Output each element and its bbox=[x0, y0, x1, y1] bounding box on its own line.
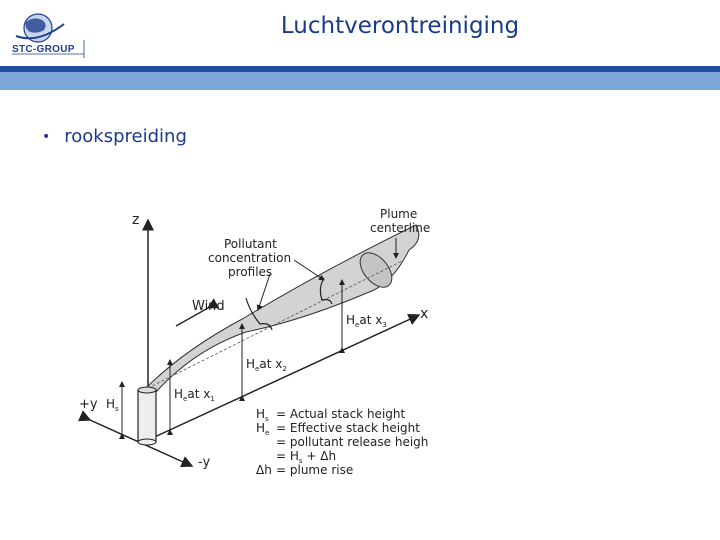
header-band bbox=[0, 72, 720, 90]
pollutant-label-pointer bbox=[256, 273, 271, 311]
legend-sym-1: Hs bbox=[256, 407, 269, 423]
stack-top bbox=[137, 386, 157, 394]
plume-cross-section bbox=[359, 252, 393, 288]
x-axis-label: x bbox=[420, 306, 428, 322]
legend-text-1: = Actual stack height bbox=[276, 407, 405, 421]
concentration-profile-2 bbox=[319, 277, 333, 305]
plume-diagram: z x +y -y Plume centerline Pollutant con… bbox=[77, 207, 430, 477]
logo-text: STC-GROUP bbox=[12, 44, 75, 55]
legend-text-2: = Effective stack height bbox=[276, 421, 420, 435]
legend-text-4: = Hs + Δh bbox=[276, 449, 336, 465]
wind-arrow bbox=[175, 298, 220, 327]
company-logo: STC-GROUP bbox=[8, 10, 88, 60]
plus-y-label: +y bbox=[79, 397, 98, 412]
he-x2-label: Heat x2 bbox=[246, 357, 287, 373]
plume-body bbox=[145, 224, 420, 393]
stack bbox=[137, 389, 157, 443]
header-divider bbox=[0, 66, 720, 72]
plume-centerline bbox=[147, 259, 405, 389]
wind-label: Wind bbox=[192, 299, 225, 314]
pollutant-label-line2: concentration bbox=[208, 251, 291, 265]
minus-y-label: -y bbox=[198, 455, 210, 470]
he-x1-label: Heat x1 bbox=[174, 387, 215, 403]
bullet-dot: • bbox=[42, 129, 51, 145]
globe-icon bbox=[12, 13, 85, 58]
legend: Hs = Actual stack height He = Effective … bbox=[256, 407, 428, 477]
plume-label-line1: Plume bbox=[380, 207, 417, 221]
hs-label: Hs bbox=[106, 397, 119, 413]
bullet-item: • rookspreiding bbox=[42, 126, 187, 148]
he-x3-label: Heat x3 bbox=[346, 313, 387, 329]
page-title: Luchtverontreiniging bbox=[280, 13, 520, 39]
bullet-text: rookspreiding bbox=[64, 126, 187, 147]
legend-text-5: = plume rise bbox=[276, 463, 353, 477]
plume-label-line2: centerline bbox=[370, 221, 430, 235]
legend-sym-5: Δh bbox=[256, 463, 272, 477]
legend-text-3: = pollutant release heigh bbox=[276, 435, 428, 449]
pollutant-label-line3: profiles bbox=[228, 265, 272, 279]
legend-sym-2: He bbox=[256, 421, 269, 437]
z-axis-label: z bbox=[132, 212, 139, 228]
pollutant-label-line1: Pollutant bbox=[224, 237, 277, 251]
stack-bottom bbox=[137, 438, 157, 446]
pollutant-label-pointer-2 bbox=[293, 259, 325, 281]
concentration-profile-1 bbox=[245, 297, 273, 331]
